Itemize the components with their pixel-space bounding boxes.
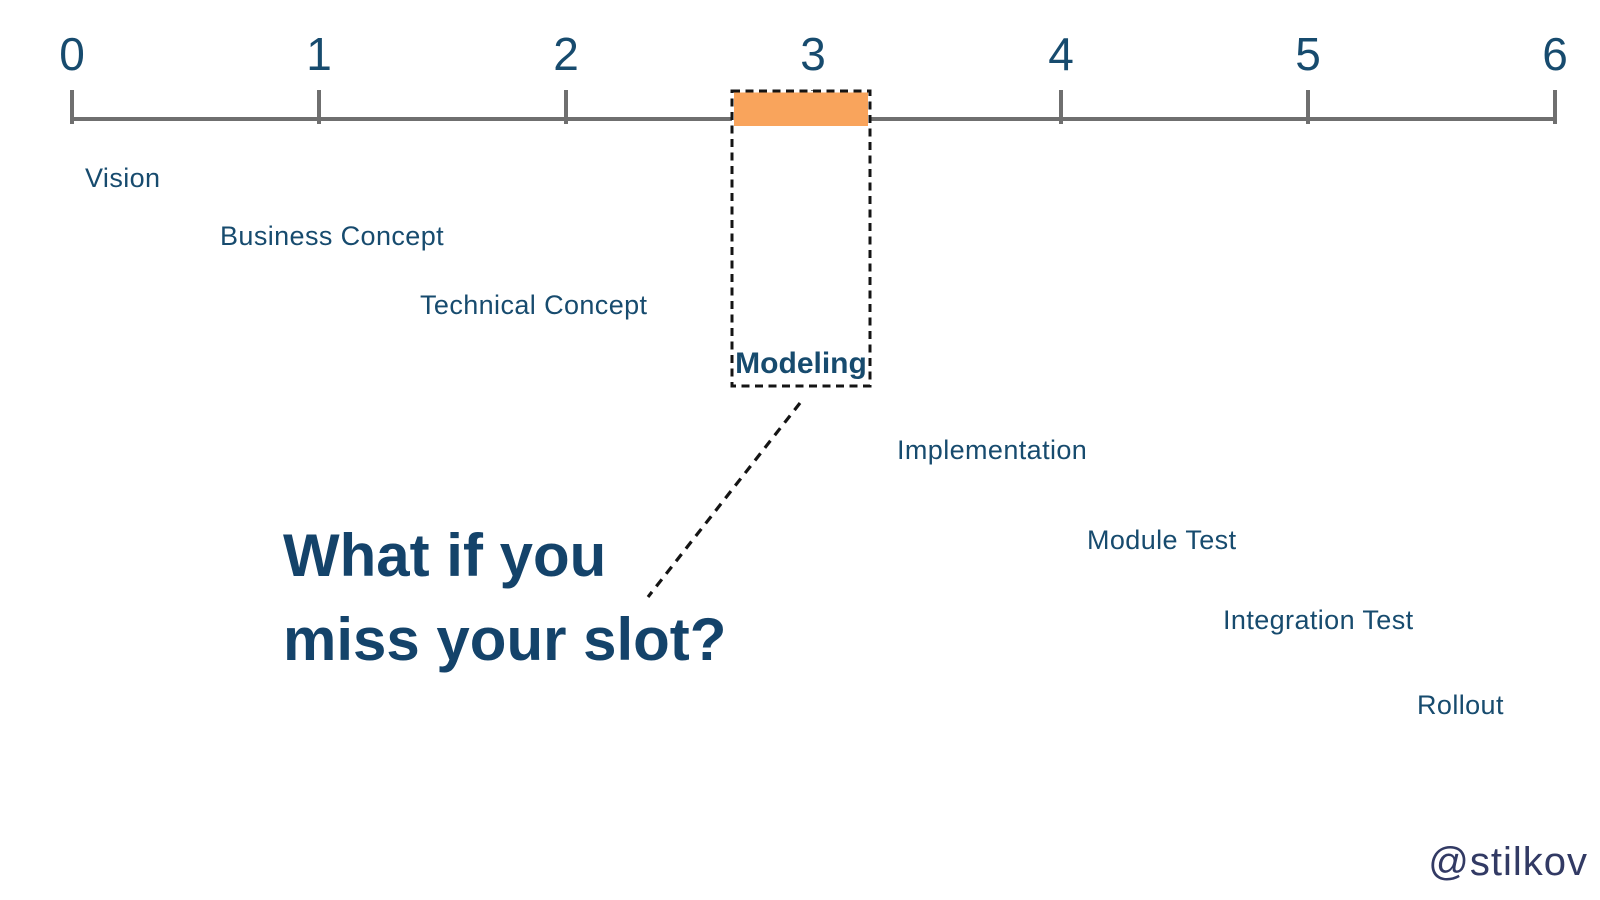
headline: What if you miss your slot? bbox=[283, 514, 726, 682]
tick-mark-1 bbox=[317, 90, 321, 124]
slot-highlight-bar bbox=[734, 92, 868, 126]
phase-label-vision: Vision bbox=[85, 163, 161, 193]
phase-label-rollout: Rollout bbox=[1417, 690, 1504, 720]
phase-label-business-concept: Business Concept bbox=[220, 221, 445, 251]
tick-label-4: 4 bbox=[1048, 28, 1074, 80]
tick-label-3: 3 bbox=[800, 28, 826, 80]
tick-mark-6 bbox=[1553, 90, 1557, 124]
phase-label-implementation: Implementation bbox=[897, 435, 1088, 465]
tick-mark-5 bbox=[1306, 90, 1310, 124]
phase-label-module-test: Module Test bbox=[1087, 525, 1237, 555]
tick-mark-4 bbox=[1059, 90, 1063, 124]
tick-label-1: 1 bbox=[306, 28, 332, 80]
headline-line-1: What if you bbox=[283, 522, 607, 589]
tick-mark-0 bbox=[70, 90, 74, 124]
phase-label-integration-test: Integration Test bbox=[1223, 605, 1414, 635]
author-handle: @stilkov bbox=[1428, 840, 1588, 884]
headline-line-2: miss your slot? bbox=[283, 606, 727, 673]
tick-label-2: 2 bbox=[553, 28, 579, 80]
tick-label-5: 5 bbox=[1295, 28, 1321, 80]
tick-mark-2 bbox=[564, 90, 568, 124]
phase-label-technical-concept: Technical Concept bbox=[420, 290, 648, 320]
phase-label-modeling: Modeling bbox=[735, 347, 867, 380]
tick-label-0: 0 bbox=[59, 28, 85, 80]
modeling-slot-box bbox=[730, 89, 872, 388]
tick-label-6: 6 bbox=[1542, 28, 1568, 80]
